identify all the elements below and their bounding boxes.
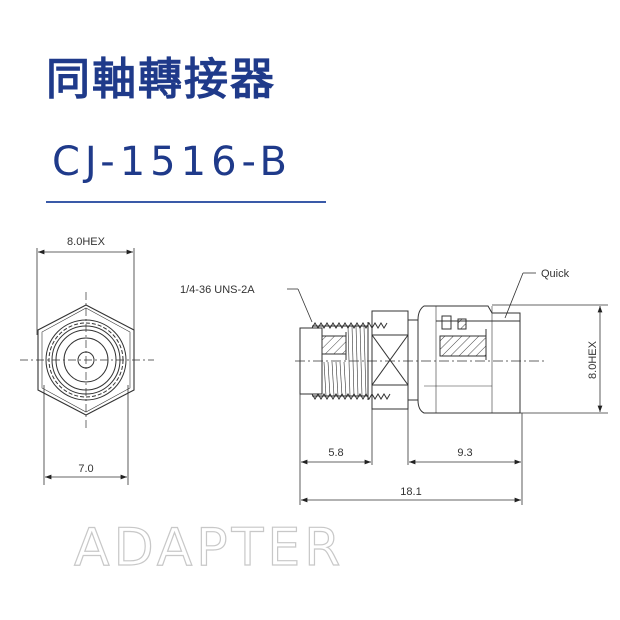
front-hex-dimension: 8.0HEX — [67, 236, 106, 248]
front-view — [20, 248, 154, 485]
adapter-footer-label: ADAPTER — [73, 518, 345, 578]
dimension-total-length: 18.1 — [400, 486, 421, 498]
thread-spec-callout: 1/4-36 UNS-2A — [180, 284, 255, 296]
title-underline — [46, 201, 326, 203]
front-width-dimension: 7.0 — [78, 463, 93, 475]
side-view — [287, 272, 608, 505]
side-hex-dimension: 8.0HEX — [587, 340, 599, 379]
quick-callout: Quick — [541, 268, 570, 280]
product-title-chinese: 同軸轉接器 — [46, 54, 276, 105]
dimension-right-length: 9.3 — [457, 447, 472, 459]
dimension-left-length: 5.8 — [328, 447, 343, 459]
product-model-number: CJ-1516-B — [52, 139, 292, 185]
